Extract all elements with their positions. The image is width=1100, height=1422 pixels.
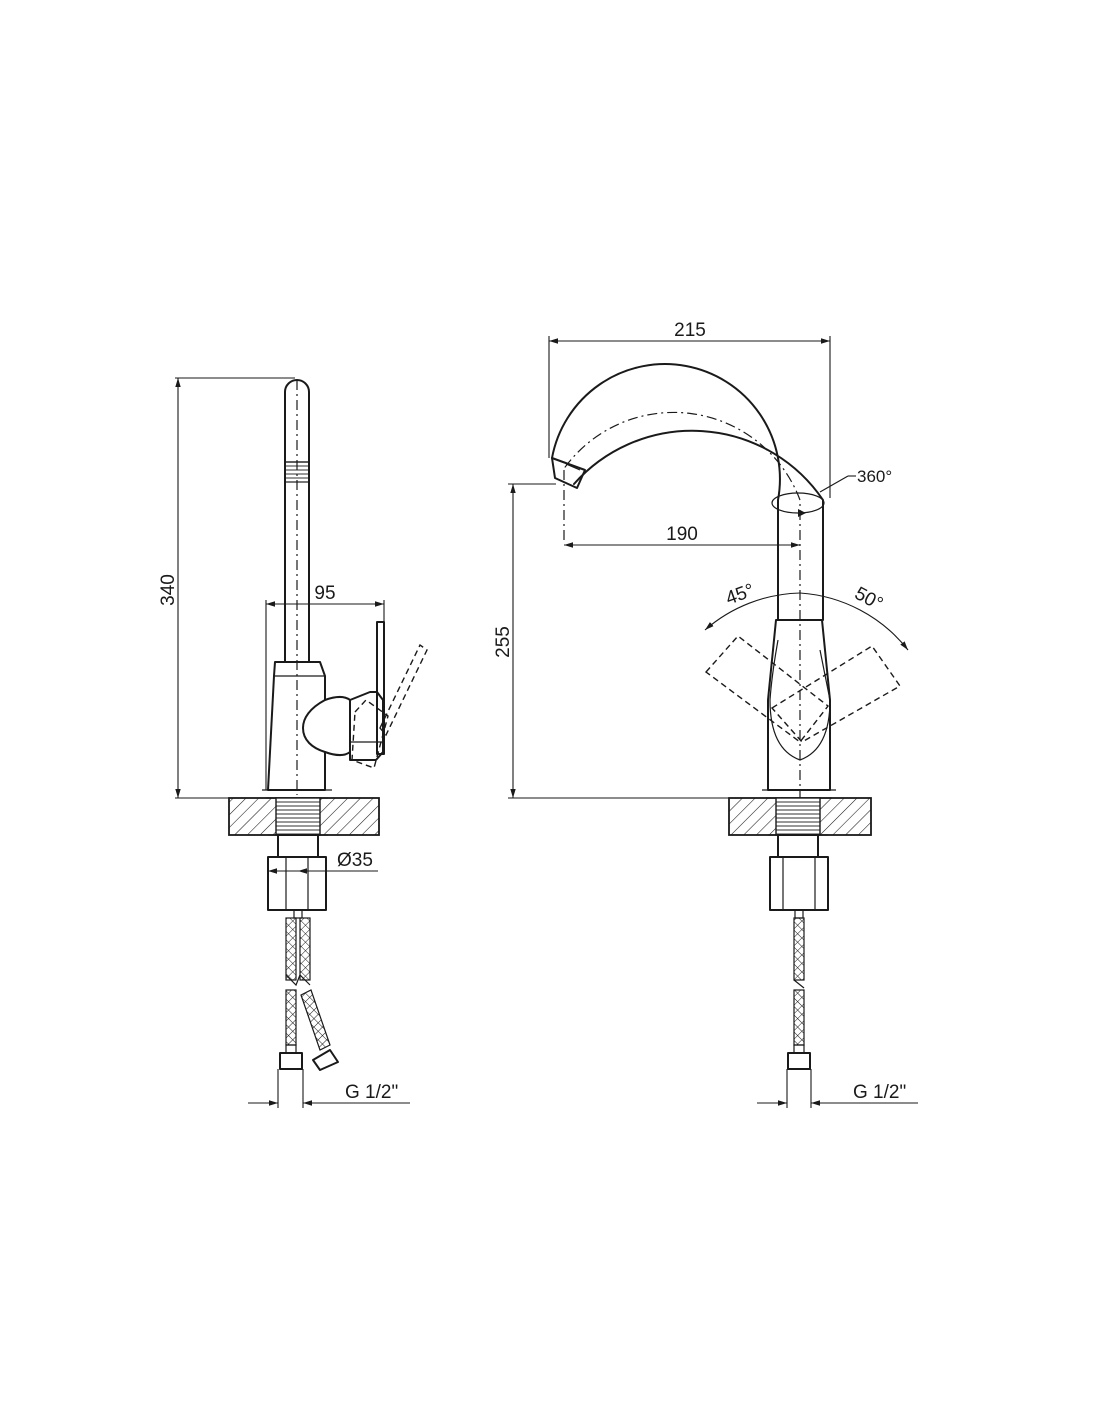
side-dim-height xyxy=(175,377,295,799)
dim-label-95: 95 xyxy=(314,583,335,604)
dim-label-255: 255 xyxy=(493,626,514,658)
side-handle xyxy=(349,621,385,761)
front-dim-255 xyxy=(508,483,729,799)
front-dim-thread xyxy=(757,1069,918,1108)
front-countertop xyxy=(728,797,872,836)
front-handle-alt xyxy=(704,635,902,743)
dim-label-d35: Ø35 xyxy=(337,850,373,871)
dim-label-thread-right: G 1/2" xyxy=(853,1082,906,1103)
dim-label-45: 45° xyxy=(723,580,757,610)
side-handle-alt xyxy=(351,643,428,769)
dim-label-215: 215 xyxy=(674,320,706,341)
dim-label-thread-left: G 1/2" xyxy=(345,1082,398,1103)
front-dim-215 xyxy=(548,336,831,498)
side-view xyxy=(228,379,428,1071)
front-view xyxy=(551,363,902,1070)
side-dim-thread xyxy=(248,1069,410,1108)
side-hoses xyxy=(279,909,339,1071)
rotation-symbol xyxy=(771,475,856,517)
front-dim-angles xyxy=(704,592,909,651)
dim-label-340: 340 xyxy=(158,574,179,606)
side-countertop xyxy=(228,797,380,836)
side-spout-tube xyxy=(284,379,310,795)
side-mount-nut xyxy=(267,834,327,911)
side-body xyxy=(262,661,351,799)
front-mount-nut xyxy=(769,834,829,911)
side-dim-handle xyxy=(265,600,385,790)
dim-label-360: 360° xyxy=(857,467,892,486)
front-hose xyxy=(787,909,811,1070)
dim-label-50: 50° xyxy=(851,583,886,615)
front-spout xyxy=(551,363,824,800)
dim-label-190: 190 xyxy=(666,524,698,545)
